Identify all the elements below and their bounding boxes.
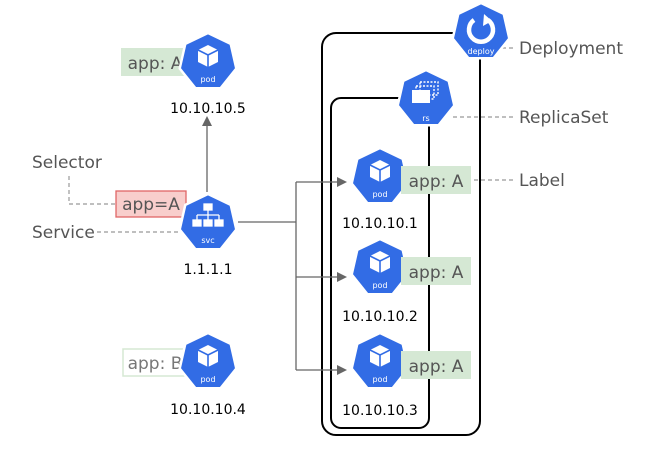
rs-icon-text: rs (422, 114, 429, 123)
pod-rs1-label-box (401, 166, 471, 194)
pod-top-icon[interactable]: pod (178, 31, 238, 90)
pod-rs2-label-box (401, 257, 471, 285)
pod-rs3-label-box (401, 351, 471, 379)
pod-rs3-icon[interactable]: pod (350, 331, 410, 390)
annotation-label: Label (519, 171, 565, 191)
service-ip: 1.1.1.1 (184, 262, 233, 278)
deploy-icon[interactable]: deploy (451, 1, 511, 60)
pod-top-label: app: A (128, 54, 183, 74)
deploy-icon-text: deploy (468, 47, 495, 56)
pod-rs2-icon[interactable]: pod (350, 237, 410, 296)
service-connectors (202, 116, 347, 375)
pod-top-ip: 10.10.10.5 (170, 101, 246, 117)
service-selector-box (115, 190, 187, 218)
pod-bottom-ip: 10.10.10.4 (170, 402, 246, 418)
pod-top-label-box (121, 48, 190, 76)
replicaset-icon[interactable]: rs (396, 68, 456, 127)
pod-top-icon-text: pod (200, 75, 215, 84)
annotation-replicaset: ReplicaSet (519, 108, 609, 128)
pod-rs3-label: app: A (409, 357, 464, 377)
pod-rs2-ip: 10.10.10.2 (342, 309, 418, 325)
annotation-selector: Selector (32, 153, 102, 173)
pod-rs1-icon[interactable]: pod (350, 146, 410, 205)
pod-rs2-icon-text: pod (372, 281, 387, 290)
service-selector: app=A (122, 195, 180, 215)
pod-bottom-icon[interactable]: pod (178, 331, 238, 390)
annotation-service: Service (32, 223, 95, 243)
deployment-boundary (321, 32, 481, 436)
pod-bottom-icon-text: pod (200, 375, 215, 384)
annotation-deployment: Deployment (519, 39, 623, 59)
pod-rs3-ip: 10.10.10.3 (342, 403, 418, 419)
pod-rs3-icon-text: pod (372, 375, 387, 384)
service-icon[interactable]: svc (178, 192, 238, 251)
pod-rs1-label: app: A (409, 172, 464, 192)
service-icon-text: svc (201, 236, 214, 245)
pod-bottom-label: app: B (128, 354, 183, 374)
pod-rs2-label: app: A (409, 263, 464, 283)
pod-rs1-ip: 10.10.10.1 (342, 216, 418, 232)
pod-rs1-icon-text: pod (372, 190, 387, 199)
